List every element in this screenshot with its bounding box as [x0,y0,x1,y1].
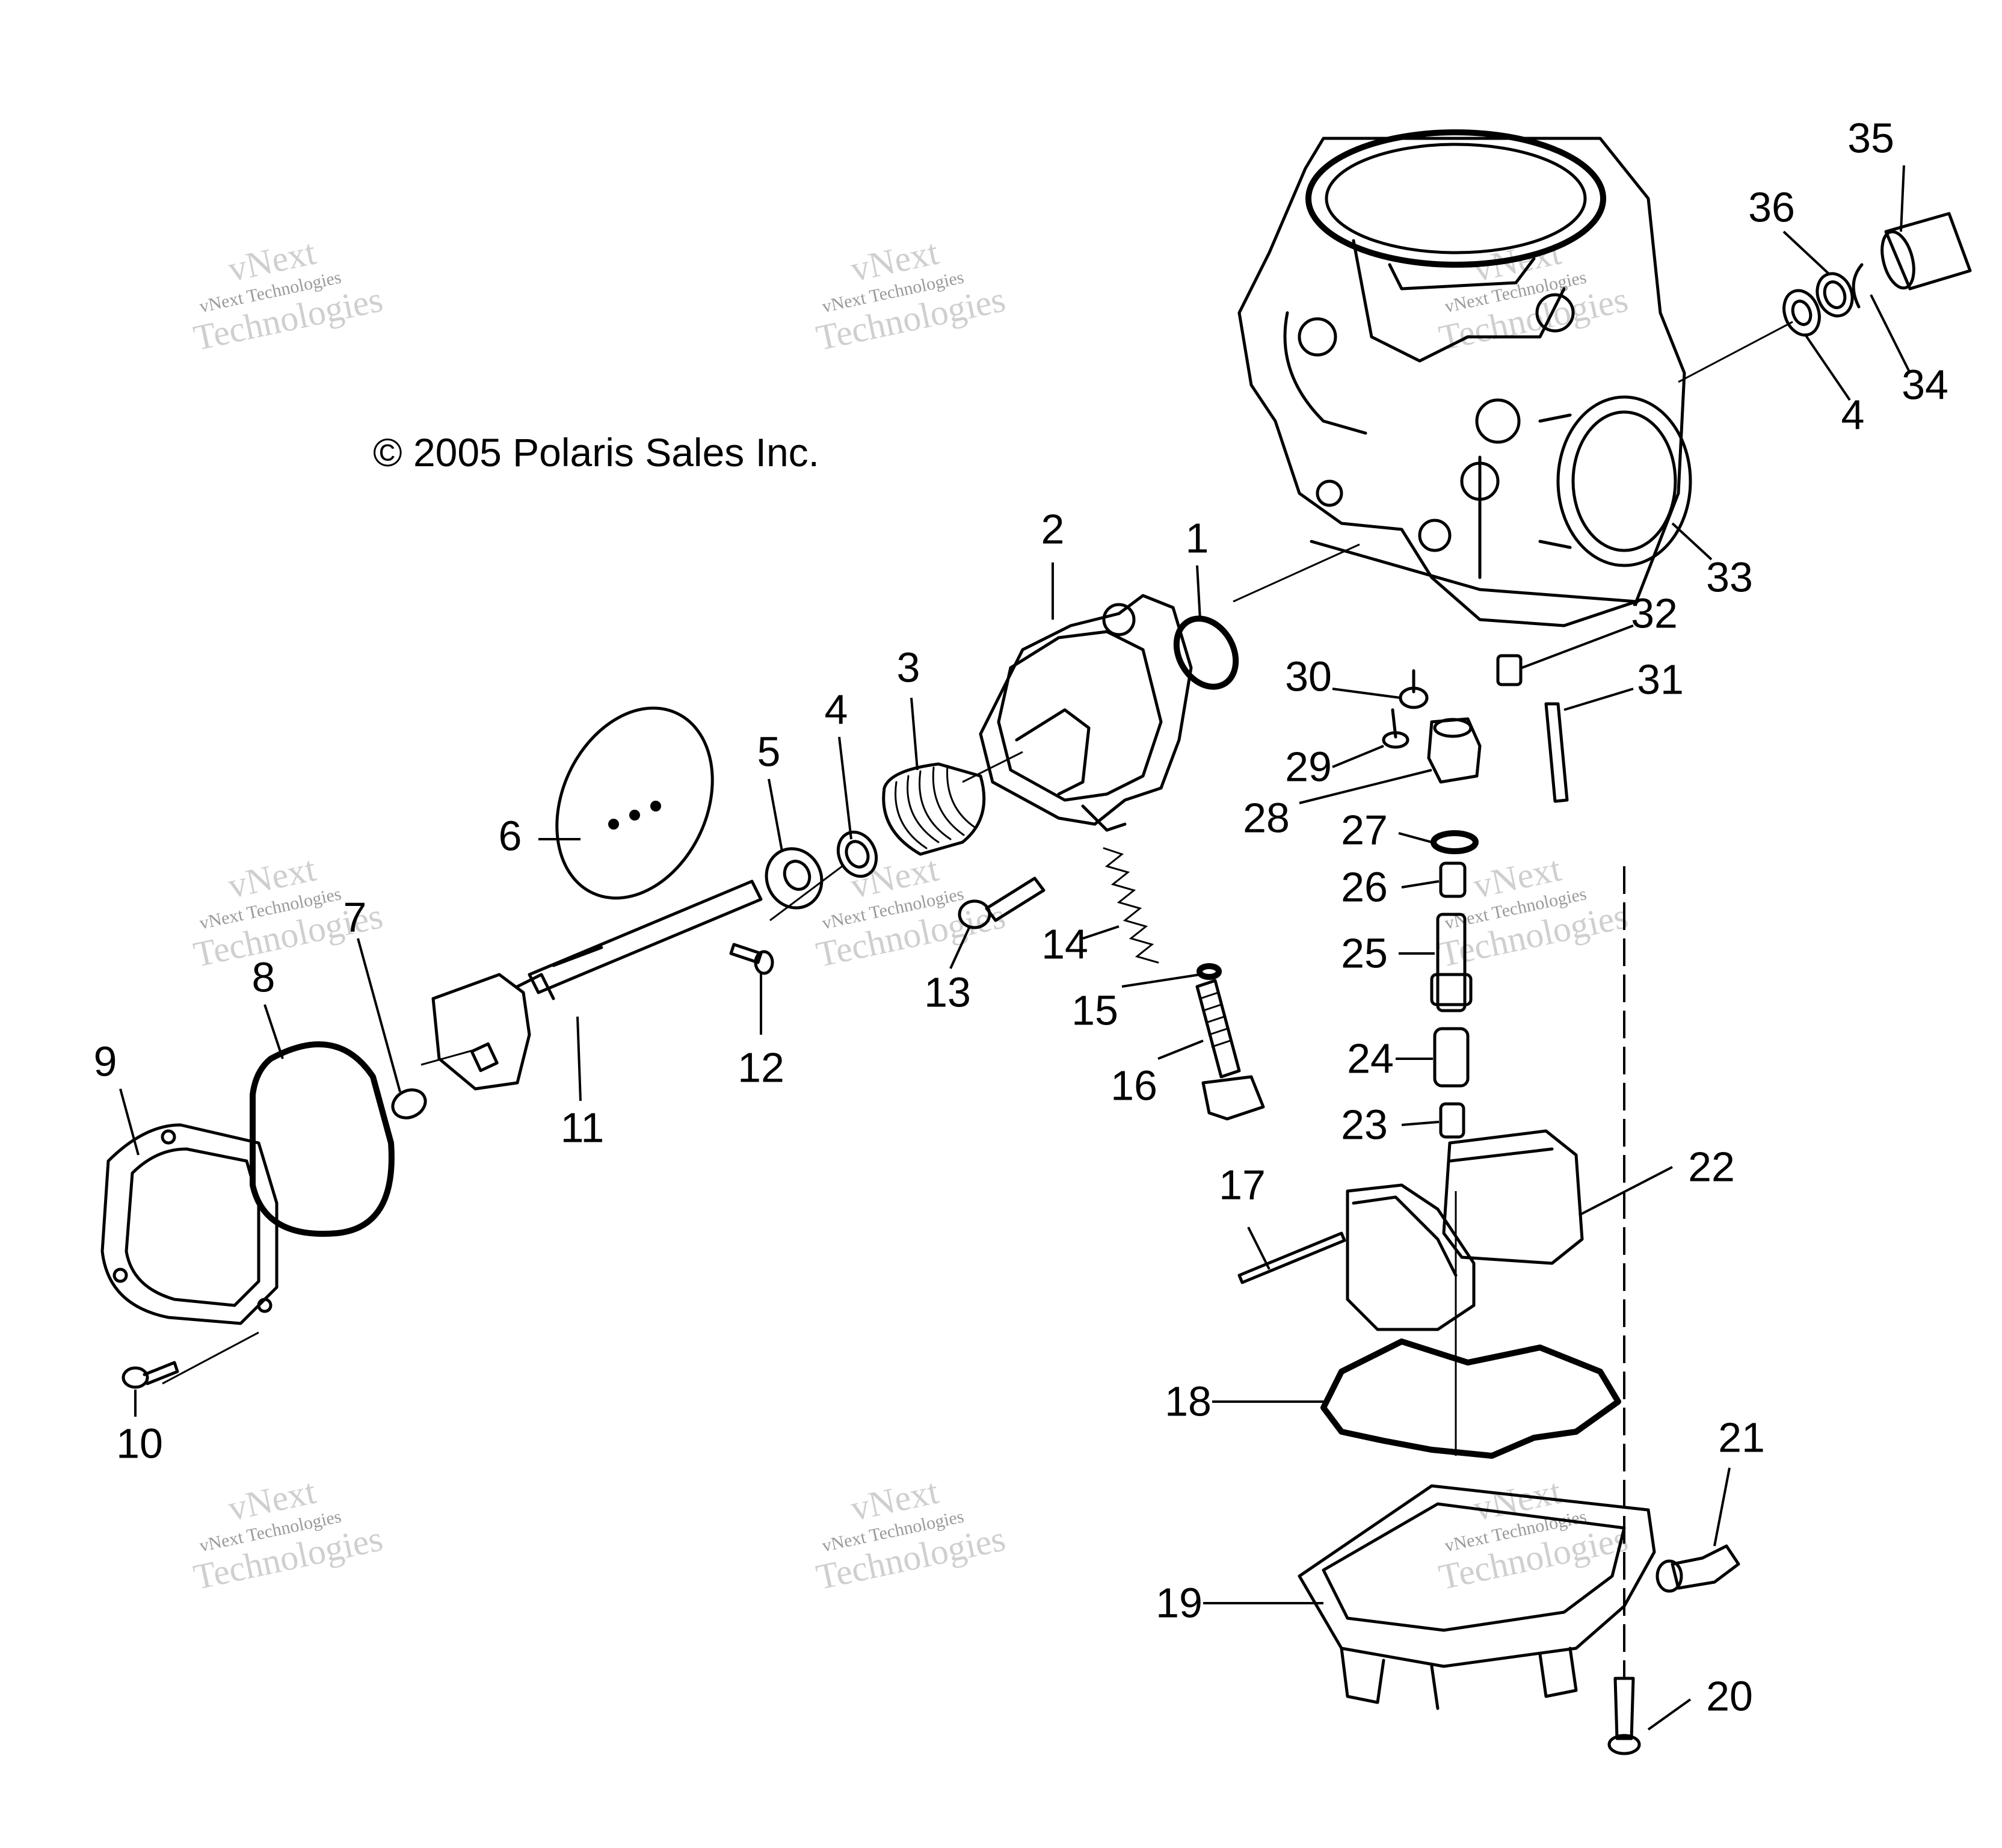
part-12-screw [729,943,774,975]
callout-2: 2 [1041,505,1065,552]
watermark: vNext vNext Technologies Technologies [813,232,1009,359]
callout-23: 23 [1341,1101,1388,1148]
part-15-o-ring [1197,963,1222,980]
part-20-screw [1607,1677,1641,1755]
part-6-diaphragm [555,706,714,900]
part-34-clip [1852,263,1864,309]
part-32-plug [1496,654,1523,686]
part-4-seal [836,830,878,878]
callout-17: 17 [1219,1161,1266,1208]
watermark: vNext vNext Technologies Technologies [1435,1471,1631,1598]
part-5-washer [765,847,824,910]
part-25-needle-jet [1430,913,1473,1012]
part-4-seal-right [1782,289,1821,337]
float-block [1346,1183,1476,1331]
watermark: vNext vNext Technologies Technologies [813,1471,1009,1598]
part-23-jet [1439,1102,1465,1139]
part-13-screw [958,876,1046,929]
part-28-fitting [1427,717,1482,784]
callout-15: 15 [1071,987,1118,1033]
callout-14: 14 [1041,920,1088,967]
callout-29: 29 [1285,743,1332,790]
part-36-washer [1816,272,1854,318]
callout-31: 31 [1637,656,1684,703]
callout-8: 8 [252,953,276,1000]
part-27-o-ring [1431,830,1479,854]
callout-21: 21 [1718,1414,1765,1461]
callout-6: 6 [499,812,522,859]
watermark-group: vNext vNext Technologies Technologies vN… [190,232,1631,1598]
part-1-o-ring [1173,615,1239,690]
assembly-axes [162,321,1793,1678]
part-29-screw [1382,708,1409,749]
callout-1: 1 [1186,514,1209,561]
part-9-cap [100,1123,279,1325]
callout-36: 36 [1748,183,1795,230]
callout-22: 22 [1688,1143,1735,1190]
callout-16: 16 [1110,1062,1157,1109]
watermark: vNext vNext Technologies Technologies [1435,849,1631,975]
callout-10: 10 [116,1420,163,1467]
part-24-emulsion-tube [1433,1027,1470,1088]
watermark: vNext vNext Technologies Technologies [813,849,1009,975]
part-22-float [1442,1129,1584,1265]
callout-18: 18 [1165,1378,1212,1424]
callout-20: 20 [1706,1672,1753,1719]
callout-numbers: 1 2 3 4 5 6 7 8 9 10 11 12 13 14 15 16 1… [94,114,1948,1719]
callout-34: 34 [1902,361,1948,408]
part-33-carburetor-body [1237,129,1692,627]
part-14-spring [1103,847,1159,964]
callout-4-right: 4 [1841,391,1865,438]
callout-26: 26 [1341,863,1388,910]
callout-32: 32 [1631,590,1678,636]
callout-24: 24 [1347,1035,1394,1082]
leader-lines [119,165,1911,1731]
callout-5: 5 [757,728,781,775]
callout-7: 7 [343,893,367,940]
watermark: vNext vNext Technologies Technologies [190,1471,386,1598]
part-3-spring [882,762,986,856]
callout-27: 27 [1341,806,1388,853]
callout-19: 19 [1156,1579,1203,1626]
part-17-pin [1237,1231,1346,1284]
part-8-gasket-ring [250,1041,395,1237]
callout-13: 13 [924,969,971,1015]
callout-33: 33 [1706,553,1753,600]
part-26-pilot-jet [1439,861,1467,898]
copyright-text: © 2005 Polaris Sales Inc. [373,430,819,475]
part-10-screw [122,1361,179,1389]
part-21-drain-screw [1656,1544,1740,1593]
callout-12: 12 [738,1044,784,1091]
callout-25: 25 [1341,929,1388,976]
part-35-cap [1880,212,1972,291]
part-19-float-bowl [1298,1484,1656,1710]
callout-30: 30 [1285,653,1332,700]
callout-28: 28 [1243,794,1290,841]
callout-3: 3 [897,644,920,691]
watermark: vNext vNext Technologies Technologies [190,232,386,359]
part-7-collar [391,1088,427,1120]
part-18-gasket [1320,1338,1621,1459]
part-31-pilot-screw [1544,702,1569,803]
part-16-needle-screw [1195,979,1265,1121]
part-30-screw [1399,669,1429,709]
part-2-cover [979,594,1193,832]
callout-35: 35 [1847,114,1894,161]
part-11-shaft [431,879,763,1091]
callout-11: 11 [561,1104,605,1151]
callout-9: 9 [94,1038,117,1085]
callout-4: 4 [825,686,848,733]
